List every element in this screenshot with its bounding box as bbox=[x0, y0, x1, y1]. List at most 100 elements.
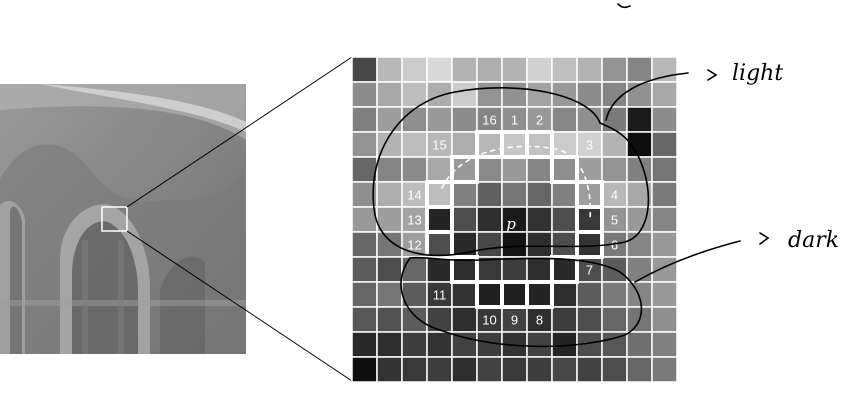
pixel-cell bbox=[601, 306, 628, 333]
pixel-cell bbox=[401, 106, 428, 133]
pixel-cell bbox=[601, 356, 628, 383]
pixel-cell bbox=[626, 356, 653, 383]
pixel-cell bbox=[351, 306, 378, 333]
ring-pixel-cell bbox=[550, 155, 579, 184]
ring-pixel-cell bbox=[475, 280, 504, 309]
pixel-cell bbox=[351, 206, 378, 233]
pixel-cell bbox=[476, 156, 503, 183]
handwritten-annotations bbox=[372, 3, 770, 348]
pixel-cell bbox=[401, 356, 428, 383]
ring-label-5: 5 bbox=[611, 213, 618, 228]
pixel-cell bbox=[526, 181, 553, 208]
ring-label-1: 1 bbox=[511, 113, 518, 128]
pixel-cell bbox=[426, 131, 453, 158]
dark-arrowhead bbox=[759, 232, 770, 245]
pixel-cell bbox=[401, 131, 428, 158]
pixel-cell bbox=[351, 56, 378, 83]
pixel-cell bbox=[351, 106, 378, 133]
pixel-cell bbox=[526, 56, 553, 83]
pixel-cell bbox=[526, 131, 553, 158]
pixel-cell bbox=[651, 81, 678, 108]
ring-label-6: 6 bbox=[611, 238, 618, 253]
dashed-contour bbox=[441, 145, 592, 221]
pixel-cell bbox=[451, 306, 478, 333]
pixel-cell bbox=[451, 106, 478, 133]
dark-pointer-line bbox=[634, 240, 741, 283]
bresenham-circle-outline bbox=[425, 130, 604, 309]
pixel-cell bbox=[376, 56, 403, 83]
pixel-cell bbox=[651, 256, 678, 283]
pixel-cell bbox=[651, 331, 678, 358]
pixel-cell bbox=[551, 231, 578, 258]
pixel-cell bbox=[451, 181, 478, 208]
pixel-cell bbox=[551, 181, 578, 208]
pixel-cell bbox=[376, 256, 403, 283]
zoom-connector-bottom bbox=[126, 230, 353, 382]
pixel-cell bbox=[576, 356, 603, 383]
pixel-cell bbox=[426, 331, 453, 358]
pixel-cell bbox=[476, 131, 503, 158]
pixel-cell bbox=[351, 281, 378, 308]
pixel-cell bbox=[501, 356, 528, 383]
pixel-cell bbox=[451, 356, 478, 383]
pixel-cell bbox=[376, 231, 403, 258]
light-arrowhead bbox=[707, 69, 718, 81]
pixel-cell bbox=[526, 356, 553, 383]
pixel-cell bbox=[651, 156, 678, 183]
pixel-cell bbox=[426, 231, 453, 258]
pixel-cell bbox=[501, 156, 528, 183]
pixel-cell bbox=[451, 206, 478, 233]
ring-label-4: 4 bbox=[611, 188, 618, 203]
ring-label-15: 15 bbox=[432, 138, 446, 153]
pixel-cell bbox=[476, 56, 503, 83]
center-pixel-label: p bbox=[506, 215, 516, 233]
pixel-cell bbox=[451, 156, 478, 183]
pixel-cell bbox=[351, 156, 378, 183]
pixel-cell bbox=[476, 206, 503, 233]
pixel-cell bbox=[576, 231, 603, 258]
pixel-cell bbox=[651, 131, 678, 158]
light-pointer-line bbox=[605, 72, 689, 121]
pixel-cell bbox=[401, 256, 428, 283]
ring-label-7: 7 bbox=[586, 263, 593, 278]
pixel-cell bbox=[426, 256, 453, 283]
dark-annotation: dark bbox=[788, 228, 839, 253]
pixel-cell bbox=[626, 56, 653, 83]
ring-label-2: 2 bbox=[536, 113, 543, 128]
pixel-cell bbox=[351, 131, 378, 158]
ring-pixel-cell bbox=[525, 130, 554, 159]
pixel-cell bbox=[551, 131, 578, 158]
pixel-cell bbox=[476, 281, 503, 308]
pixel-cell bbox=[551, 156, 578, 183]
pixel-cell bbox=[501, 206, 528, 233]
top-edge-mark bbox=[617, 3, 631, 9]
pixel-cell bbox=[501, 256, 528, 283]
pixel-cell bbox=[351, 331, 378, 358]
pixel-cell bbox=[601, 156, 628, 183]
pixel-cell bbox=[401, 331, 428, 358]
pixel-cell bbox=[651, 356, 678, 383]
light-annotation: light bbox=[732, 61, 783, 86]
pixel-cell bbox=[501, 56, 528, 83]
ring-label-13: 13 bbox=[407, 213, 421, 228]
ring-label-12: 12 bbox=[407, 238, 421, 253]
dark-region-loop bbox=[400, 256, 643, 348]
pixel-cell bbox=[351, 256, 378, 283]
pixel-cell bbox=[401, 56, 428, 83]
ring-label-11: 11 bbox=[433, 288, 447, 303]
pixel-cell bbox=[626, 281, 653, 308]
pixel-cell bbox=[426, 81, 453, 108]
pixel-cell bbox=[601, 56, 628, 83]
pixel-cell bbox=[351, 356, 378, 383]
pixel-cell bbox=[576, 206, 603, 233]
pixel-cell bbox=[626, 156, 653, 183]
pixel-cell bbox=[376, 331, 403, 358]
pixel-cell bbox=[526, 81, 553, 108]
pixel-cell bbox=[651, 306, 678, 333]
pixel-cell bbox=[551, 206, 578, 233]
pixel-cell bbox=[526, 281, 553, 308]
pixel-cell bbox=[651, 181, 678, 208]
pixel-cell bbox=[626, 256, 653, 283]
pixel-cell bbox=[576, 81, 603, 108]
